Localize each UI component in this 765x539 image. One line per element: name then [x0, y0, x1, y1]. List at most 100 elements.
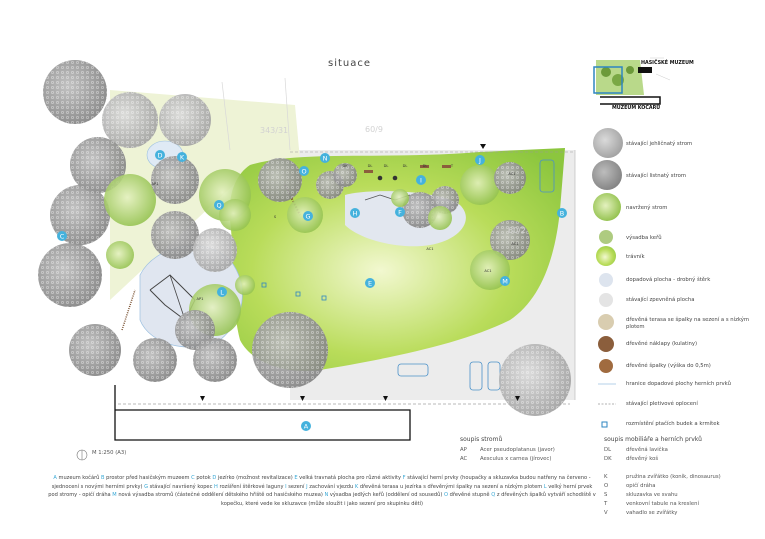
area-label-h: H: [350, 208, 360, 218]
locator-map: HASIČSKÉ MUZEUM MUZEUM KOČÁRŮ: [590, 57, 694, 112]
legend-label: dřevěné náklapy (kulatiny): [626, 341, 698, 347]
bench: [420, 165, 429, 168]
stumps-icon: [599, 359, 613, 373]
area-label-j: J: [475, 155, 485, 165]
proposed-tree-icon: [470, 250, 510, 290]
tree-texture: [193, 228, 237, 272]
tree-texture: [494, 162, 526, 194]
object-code: DK: [342, 164, 348, 168]
car: [397, 363, 429, 377]
object-code: T: [450, 164, 454, 168]
svg-text:J: J: [478, 157, 481, 165]
svg-text:E: E: [368, 280, 372, 288]
furniture-row: [604, 465, 721, 474]
legend-label: stávající zpevněná plocha: [626, 297, 695, 303]
spring-rider: [392, 175, 398, 181]
area-label-n: N: [320, 153, 330, 163]
tree-texture: [252, 312, 328, 388]
svg-text:A: A: [304, 423, 309, 431]
paved-icon: [599, 293, 613, 307]
proposed-tree-icon: [391, 189, 409, 207]
legend-label: dopadová plocha - drobný štěrk: [626, 277, 711, 283]
area-label-i: I: [416, 175, 426, 185]
conifer-tree-icon: [593, 128, 623, 158]
tree-texture: [193, 338, 237, 382]
parcel-number: 60/9: [365, 125, 383, 134]
object-code: DL: [403, 164, 408, 168]
svg-text:F: F: [398, 209, 402, 217]
bench: [442, 165, 451, 168]
parcel-number: 343/31: [260, 126, 288, 135]
monkey-bars: [169, 274, 186, 321]
scale-label: M 1:250 (A3): [92, 450, 127, 456]
area-label-d: D: [155, 150, 165, 160]
tree-texture: [159, 94, 211, 146]
svg-text:O: O: [301, 168, 306, 176]
object-code: DL: [423, 164, 428, 168]
tree-texture: [69, 324, 121, 376]
object-code: S: [274, 215, 277, 219]
object-code: AC1: [511, 242, 518, 246]
tree-texture: [38, 243, 102, 307]
legend-label: hranice dopadové plochy herních prvků: [626, 381, 731, 387]
car: [469, 361, 483, 391]
object-code: AC1: [484, 269, 491, 273]
area-label-g: G: [303, 211, 313, 221]
bench: [364, 170, 373, 173]
legend-label: výsadba keřů: [626, 235, 662, 241]
tree-texture: [151, 156, 199, 204]
area-description: A muzeum kočárů B prostor před hasičským…: [48, 475, 596, 507]
area-label-q: Q: [214, 200, 224, 210]
legend-label: stávající jehličnatý strom: [626, 141, 693, 147]
svg-text:G: G: [305, 213, 310, 221]
object-code: DL: [368, 164, 373, 168]
species-title: soupis stromů: [460, 436, 503, 443]
proposed-tree-icon: [106, 241, 134, 269]
area-label-e: E: [365, 278, 375, 288]
area-label-b: B: [557, 208, 567, 218]
area-label-o: O: [299, 166, 309, 176]
object-codes: DL DL DL T DL DK S AC1 AC1 AC1 AC1 AP1 A…: [152, 164, 519, 301]
svg-text:L: L: [220, 289, 224, 297]
legend-label: rozmístění ptačích budek a krmítek: [626, 421, 720, 427]
area-label-c: C: [57, 231, 67, 241]
proposed-tree-icon: [219, 199, 251, 231]
tree-texture: [133, 338, 177, 382]
tree-texture: [50, 185, 110, 245]
object-code: AC1: [508, 172, 515, 176]
birdhouse-markers: [261, 282, 327, 301]
area-label-k: K: [177, 152, 187, 162]
object-code: AP1: [152, 182, 159, 186]
svg-text:H: H: [353, 210, 358, 218]
svg-text:D: D: [157, 152, 162, 160]
proposed-tree-icon: [428, 206, 452, 230]
shrub-icon: [599, 230, 613, 244]
building-outline: [114, 385, 411, 441]
birdhouse-icon: [601, 421, 608, 428]
object-code: AP1: [197, 297, 204, 301]
svg-text:C: C: [60, 233, 65, 241]
proposed-tree-icon: [235, 275, 255, 295]
legend-swatches: [592, 128, 623, 428]
entrance-arrow-icon: [200, 144, 520, 401]
proposed-tree-icon: [593, 193, 621, 221]
svg-text:N: N: [323, 155, 328, 163]
tree-texture: [151, 211, 199, 259]
svg-text:Q: Q: [216, 202, 221, 210]
parcel-number: 60/2: [508, 226, 526, 235]
tree-texture: [70, 137, 126, 193]
terrace-icon: [598, 314, 614, 330]
tree-texture: [490, 220, 530, 260]
legend-label: navržený strom: [626, 205, 668, 211]
legend-label: dřevěné špalky (výška do 0,5m): [626, 363, 711, 369]
svg-text:B: B: [560, 210, 564, 218]
